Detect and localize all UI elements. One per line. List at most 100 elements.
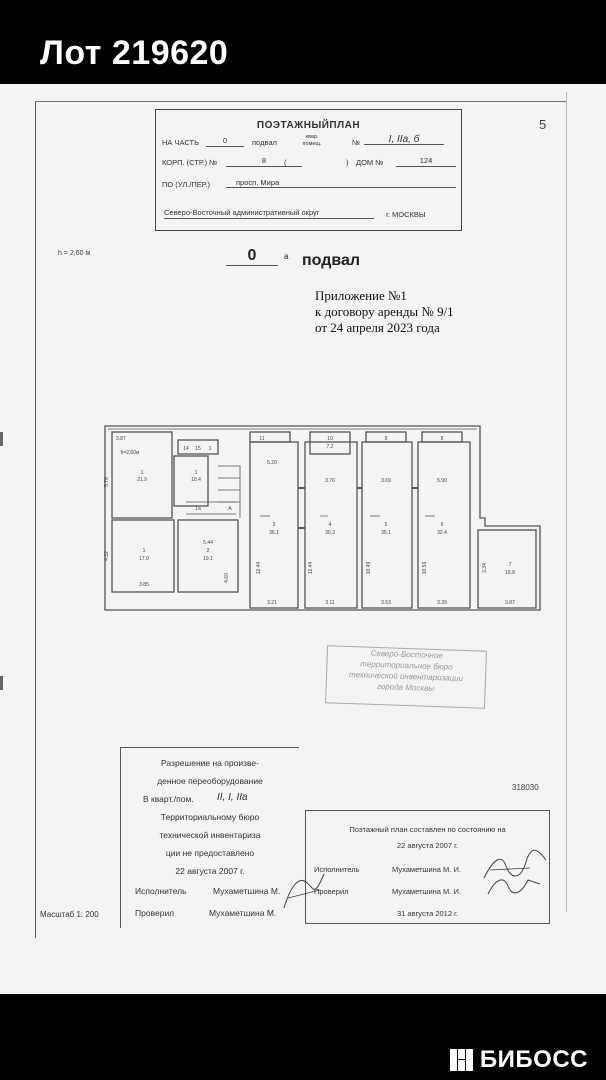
kvar-label: квар. помещ.	[302, 134, 322, 147]
plan-label: 10.4	[191, 477, 201, 483]
plan-label: 21.9	[137, 477, 147, 483]
korp-value: 8	[226, 156, 302, 167]
permission-line: 22 августа 2007 г.	[175, 866, 245, 876]
plan-label: 3.39	[437, 600, 447, 606]
signature-2	[487, 879, 541, 895]
city-label: г. МОСКВЫ	[386, 210, 426, 219]
plan-label: 3.87	[116, 436, 126, 442]
brand-name: БИБОСС	[479, 1046, 588, 1073]
na-chast-value: 0	[206, 136, 244, 147]
floor-number: 0	[226, 247, 278, 266]
podval-label: подвал	[252, 138, 277, 147]
plan-label: 5.44	[203, 540, 213, 546]
plan-label: 4	[329, 522, 332, 528]
plan-label: 3.76	[325, 478, 335, 484]
composition-date: 22 августа 2007 г.	[396, 841, 458, 850]
plan-label: 4.60	[224, 573, 230, 583]
paren-close: )	[346, 158, 349, 167]
edge-mark	[0, 676, 3, 690]
plan-label: 8	[441, 436, 444, 442]
permission-prov-value: Мухаметшина М.	[209, 908, 277, 918]
plan-label: 36.1	[269, 530, 279, 536]
na-chast-label: НА ЧАСТЬ	[162, 138, 200, 147]
plan-label: 5.20	[267, 460, 277, 466]
plan-label: 17.0	[139, 556, 149, 562]
plan-label: 30.3	[325, 530, 335, 536]
composition-isp-label: Исполнитель	[314, 865, 360, 874]
plan-label: 7	[509, 562, 512, 568]
appendix-line-1: Приложение №1	[315, 288, 407, 303]
plan-label: 19.1	[203, 556, 213, 562]
plan-label: 4.32	[104, 551, 110, 561]
top-bar: Лот 219620	[0, 0, 606, 84]
plan-label: 5	[385, 522, 388, 528]
plan-label: 12.44	[256, 562, 262, 575]
composition-isp-value: Мухаметшина М. И.	[392, 865, 461, 874]
district-value: Северо-Восточный административный округ	[164, 208, 374, 219]
composition-prov-value: Мухаметшина М. И.	[392, 887, 461, 896]
appendix-line-3: от 24 апреля 2023 года	[315, 320, 440, 335]
page-number: 5	[539, 117, 547, 132]
permission-prov-label: Проверил	[135, 908, 175, 918]
plan-label: 3.34	[482, 563, 488, 573]
no-label: №	[352, 138, 361, 147]
scale-label: Масштаб 1: 200	[40, 910, 99, 919]
floor-plan-drawing: 3.87 h=2,60м 1 21.9 1 10.4 14 15 1 1а А …	[104, 425, 541, 611]
plan-label: 1	[195, 470, 198, 476]
appendix-note: Приложение №1 к договору аренды № 9/1 от…	[315, 288, 454, 336]
signature-3	[283, 873, 325, 909]
document-sheet	[35, 101, 566, 938]
plan-label: 10.49	[366, 562, 372, 575]
plan-label: 1а	[195, 506, 201, 512]
plan-label: 1	[141, 470, 144, 476]
floor-name: подвал	[302, 252, 361, 269]
edge-mark	[0, 432, 3, 446]
permission-isp-label: Исполнитель	[135, 886, 187, 896]
plan-label: 14	[183, 446, 189, 452]
paren-open: (	[284, 158, 287, 167]
street-value: просп. Мира	[226, 178, 456, 188]
plan-label: 10.59	[422, 562, 428, 575]
brand-icon	[449, 1049, 473, 1071]
plan-label: 1	[143, 548, 146, 554]
permission-block: Разрешение на произве- денное переоборуд…	[120, 747, 299, 928]
plan-label: h=2,60м	[121, 450, 140, 456]
composition-prov-label: Проверил	[314, 887, 349, 896]
plan-label: 1	[209, 446, 212, 452]
plan-label: 3.69	[381, 478, 391, 484]
lot-title: Лот 219620	[40, 34, 229, 72]
floor-suffix: а	[284, 252, 289, 261]
plan-label: 3.21	[267, 600, 277, 606]
plan-label: 12.44	[308, 562, 314, 575]
plan-label: 3.85	[139, 582, 149, 588]
plan-label: А	[228, 506, 232, 512]
plan-label: 5.76	[104, 477, 110, 487]
permission-line: Территориальному бюро	[160, 812, 260, 822]
plan-label: 3.87	[505, 600, 515, 606]
plan-label: 3.11	[325, 600, 335, 606]
plan-label: 2	[207, 548, 210, 554]
plan-label: 7.2	[327, 444, 334, 450]
plan-label: 11	[259, 436, 264, 442]
permission-line: ции не предоставлено	[165, 848, 255, 858]
plan-label: 3.53	[381, 600, 391, 606]
permission-value: II, I, IIа	[217, 792, 248, 803]
plan-label: 35.1	[381, 530, 391, 536]
permission-isp-value: Мухаметшина М.	[213, 886, 281, 896]
plan-label: 10	[327, 436, 333, 442]
composition-line: Поэтажный план составлен по состоянию на	[349, 825, 506, 834]
no-value: I, IIа, б	[364, 134, 444, 145]
plan-label: 32.4	[437, 530, 447, 536]
permission-line: В кварт./пом.	[143, 794, 194, 804]
composition-block: Поэтажный план составлен по состоянию на…	[305, 810, 550, 924]
plan-label: 6	[441, 522, 444, 528]
floor-plan-stamp: ПОЭТАЖНЫЙПЛАН НА ЧАСТЬ 0 подвал квар. по…	[155, 109, 462, 231]
plan-label: 16.8	[505, 570, 515, 576]
scanned-document	[0, 84, 606, 994]
street-label: ПО (УЛ./ПЕР.)	[162, 180, 210, 189]
plan-label: 3	[273, 522, 276, 528]
signature-1	[483, 849, 547, 879]
stamp-title: ПОЭТАЖНЫЙПЛАН	[256, 120, 361, 131]
plan-label: 15	[195, 446, 201, 452]
brand-logo[interactable]: БИБОСС	[449, 1046, 588, 1074]
